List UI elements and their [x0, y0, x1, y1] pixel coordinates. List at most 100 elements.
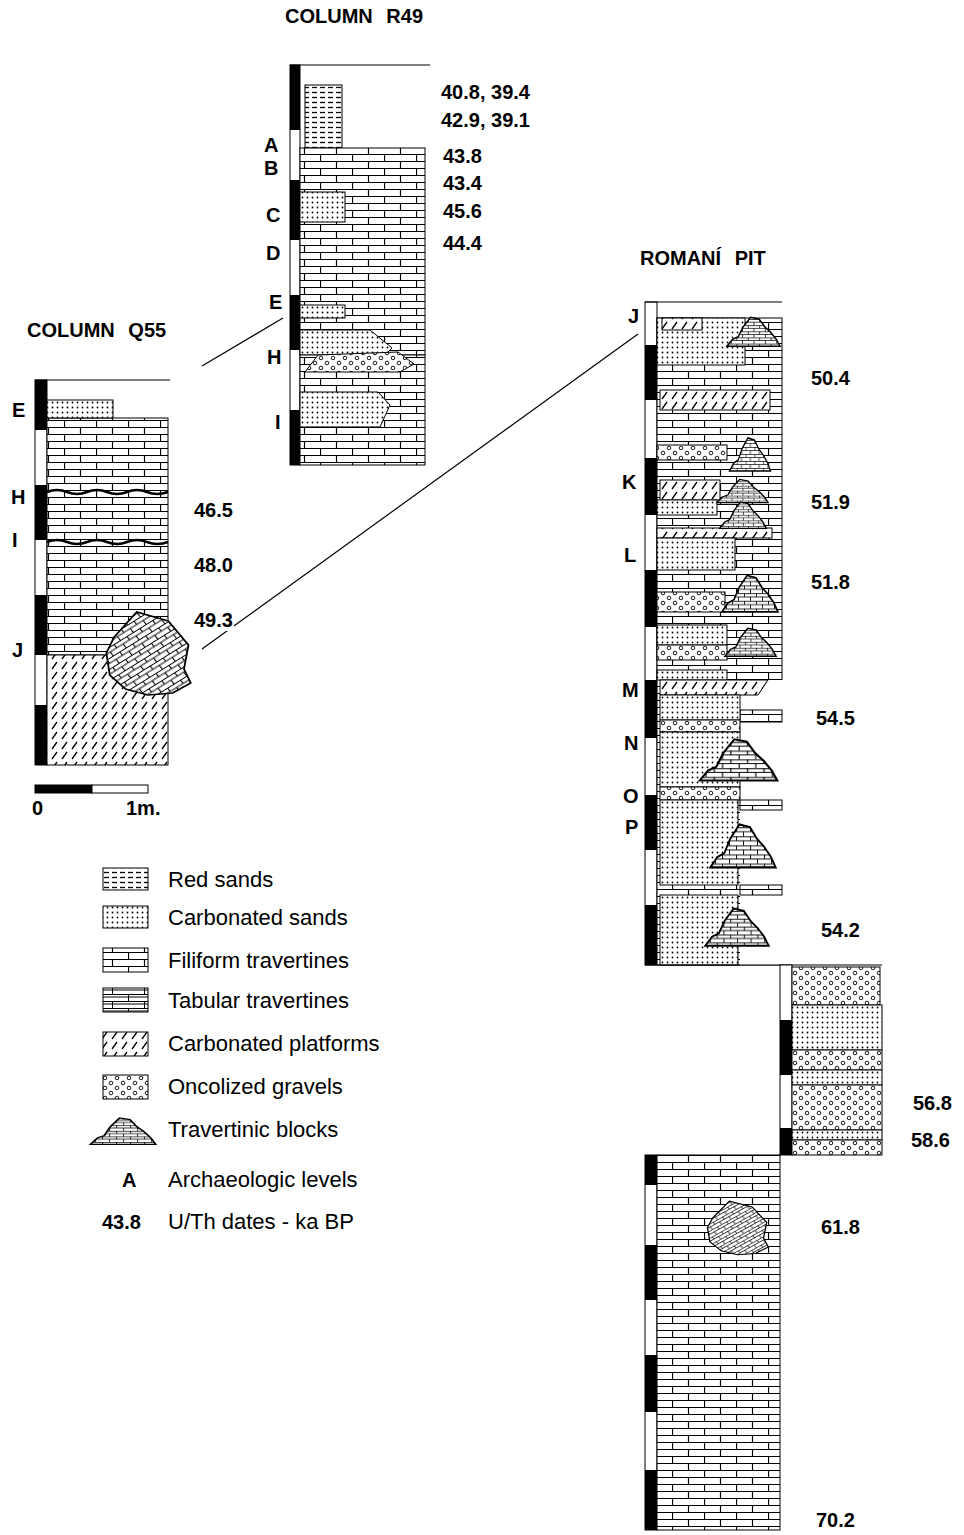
romani-pit-drawing-part [792, 1070, 882, 1085]
level-letter: M [621, 679, 640, 701]
romani-pit-drawing-part [645, 1155, 657, 1185]
legend-samples [90, 868, 155, 1144]
date-label: 46.5 [193, 499, 234, 521]
column-r49-drawing-part [305, 85, 342, 148]
romani-pit-drawing-part [657, 500, 717, 515]
scale-or-legend-label: 43.8 [101, 1211, 142, 1233]
romani-pit-drawing-part [657, 445, 727, 460]
romani-pit-drawing-part [660, 680, 768, 695]
column-r49-drawing-part [300, 192, 345, 222]
romani-pit-drawing-part [657, 592, 725, 612]
date-label: 43.8 [442, 145, 483, 167]
romani-pit-drawing-part [740, 710, 782, 722]
date-label: 70.2 [815, 1509, 856, 1531]
level-letter: P [624, 816, 639, 838]
romani-pit-drawing-part [645, 1245, 657, 1300]
level-letter: L [623, 544, 637, 566]
romani-pit-drawing-part [707, 1201, 768, 1254]
level-letter: D [265, 242, 281, 264]
romani-pit-drawing-part [657, 528, 772, 538]
romani-pit-drawing-part [722, 576, 778, 612]
column-q55-drawing-part [35, 705, 47, 765]
column-r49-drawing [290, 65, 430, 465]
romani-pit-drawing-part [729, 438, 770, 471]
romani-pit-drawing-part [792, 1005, 882, 1050]
column-title: COLUMN R49 [283, 4, 425, 29]
romani-pit-drawing [645, 302, 882, 1530]
date-label: 44.4 [442, 232, 483, 254]
legend-samples-part [103, 988, 148, 1012]
level-letter: I [274, 411, 282, 433]
romani-pit-drawing-part [660, 800, 738, 885]
romani-pit-drawing-part [720, 502, 767, 528]
romani-pit-drawing-part [657, 670, 727, 680]
date-label: 51.9 [810, 491, 851, 513]
romani-pit-drawing-part [660, 390, 770, 410]
romani-pit-drawing-part [780, 1128, 792, 1155]
level-letter: H [10, 486, 26, 508]
scale-or-legend-label: 1m. [125, 797, 161, 819]
date-label: 43.4 [442, 172, 483, 194]
legend-samples-part [103, 948, 148, 972]
column-title: COLUMN Q55 [25, 318, 168, 343]
romani-pit-drawing-part [792, 967, 880, 1005]
romani-pit-drawing-part [657, 645, 727, 660]
romani-pit-drawing-part [645, 345, 657, 400]
date-label: 54.2 [820, 919, 861, 941]
column-q55-drawing-part [35, 485, 47, 540]
romani-pit-drawing-part [645, 1355, 657, 1412]
romani-pit-drawing-part [657, 1155, 780, 1530]
legend-samples-part [103, 868, 148, 890]
scale-or-legend-label: 0 [31, 797, 44, 819]
date-label: 40.8, 39.4 [440, 81, 531, 103]
level-letter: E [11, 399, 26, 421]
level-letter: K [621, 471, 637, 493]
romani-pit-drawing-part [645, 570, 657, 627]
romani-pit-drawing-part [660, 695, 740, 720]
legend-text: Carbonated sands [168, 905, 348, 931]
romani-pit-drawing-part [645, 905, 657, 965]
column-r49-drawing-part [300, 392, 390, 427]
scale-bar-part [35, 785, 92, 793]
legend-text: Travertinic blocks [168, 1117, 338, 1143]
date-label: 58.6 [910, 1129, 951, 1151]
romani-pit-drawing-part [645, 302, 657, 965]
legend-samples-part [103, 906, 148, 928]
date-label: 51.8 [810, 571, 851, 593]
column-title: ROMANÍ PIT [638, 246, 768, 271]
romani-pit-drawing-part [740, 800, 782, 810]
column-r49-drawing-part [290, 180, 300, 240]
date-label: 54.5 [815, 707, 856, 729]
romani-pit-drawing-part [660, 787, 740, 800]
column-q55-drawing-part [47, 400, 113, 418]
column-q55-drawing-part [35, 380, 47, 765]
date-label: 50.4 [810, 367, 851, 389]
column-r49-drawing-part [290, 65, 300, 130]
romani-pit-drawing-part [792, 1130, 882, 1140]
romani-pit-drawing-part [725, 628, 776, 656]
column-q55-drawing-part [35, 379, 170, 380]
romani-pit-drawing-part [645, 458, 657, 515]
column-q55-drawing-part [35, 595, 47, 655]
romani-pit-drawing-part [645, 680, 657, 738]
romani-pit-drawing-part [662, 318, 702, 330]
scale-bar-part [92, 785, 148, 793]
column-r49-drawing-part [290, 64, 430, 65]
romani-pit-drawing-part [657, 538, 735, 570]
romani-pit-drawing-part [717, 480, 768, 503]
column-r49-drawing-part [300, 330, 392, 355]
level-letter: I [11, 529, 19, 551]
correlation-line [202, 334, 638, 649]
column-q55-drawing [35, 380, 191, 765]
legend-text: Filiform travertines [168, 948, 349, 974]
level-letter: A [263, 134, 279, 156]
date-label: 49.3 [193, 609, 234, 631]
romani-pit-drawing-part [700, 739, 777, 780]
legend-text: Carbonated platforms [168, 1031, 380, 1057]
column-q55-drawing-part [47, 490, 168, 494]
column-r49-drawing-part [290, 65, 300, 465]
date-label: 48.0 [193, 554, 234, 576]
level-letter: H [266, 346, 282, 368]
